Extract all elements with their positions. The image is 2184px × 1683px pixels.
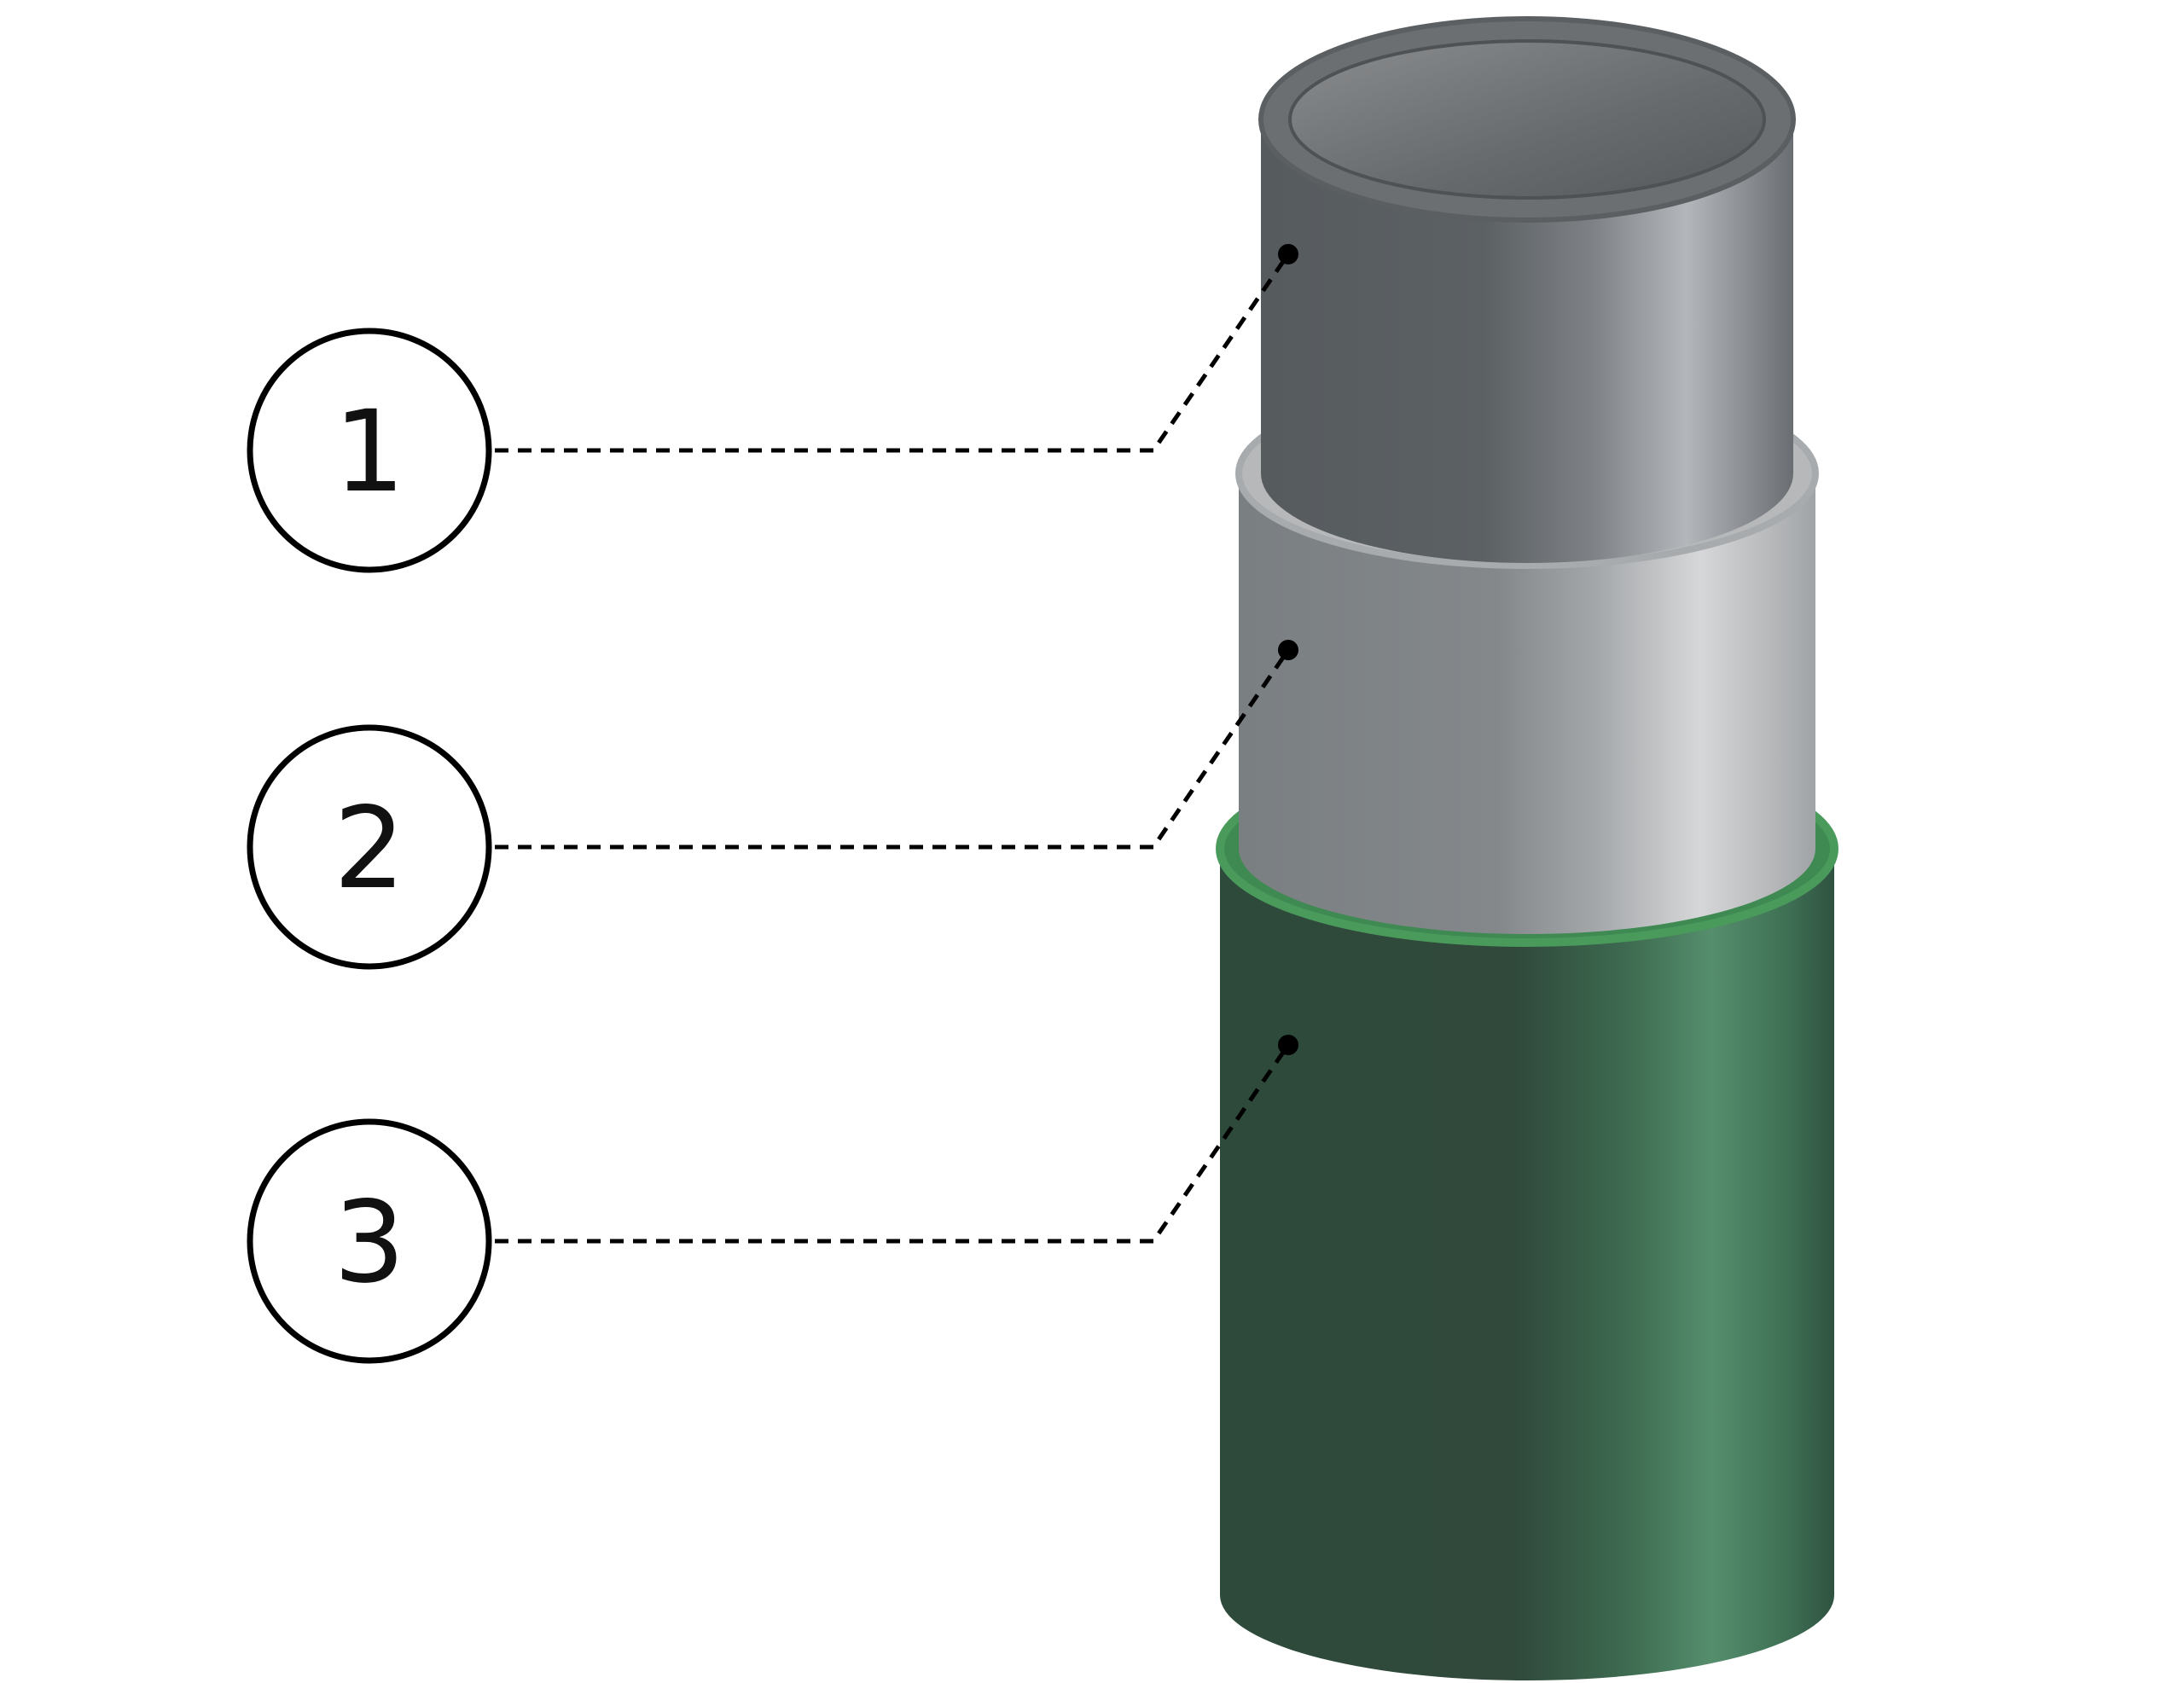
leader-line-3 (495, 1043, 1291, 1244)
callout-1: 1 (247, 244, 1298, 573)
anchor-dot-2 (1278, 640, 1298, 660)
leader-line-1 (495, 252, 1291, 453)
callout-3: 3 (247, 1035, 1298, 1364)
callout-label-2: 2 (334, 783, 405, 914)
anchor-dot-3 (1278, 1035, 1298, 1055)
callout-circle-3 (247, 1118, 492, 1364)
callout-circle-1 (247, 328, 492, 573)
pipe-layer-1-steel (1258, 16, 1796, 563)
callout-circle-2 (247, 724, 492, 970)
adhesive-body (1239, 473, 1815, 934)
leader-line-2 (495, 648, 1291, 850)
steel-inner-bore (1288, 39, 1766, 200)
callout-label-3: 3 (334, 1177, 405, 1309)
callout-2: 2 (247, 640, 1298, 970)
steel-body (1261, 119, 1793, 563)
callout-label-1: 1 (334, 386, 405, 518)
coating-body (1220, 849, 1834, 1680)
anchor-dot-1 (1278, 244, 1298, 264)
